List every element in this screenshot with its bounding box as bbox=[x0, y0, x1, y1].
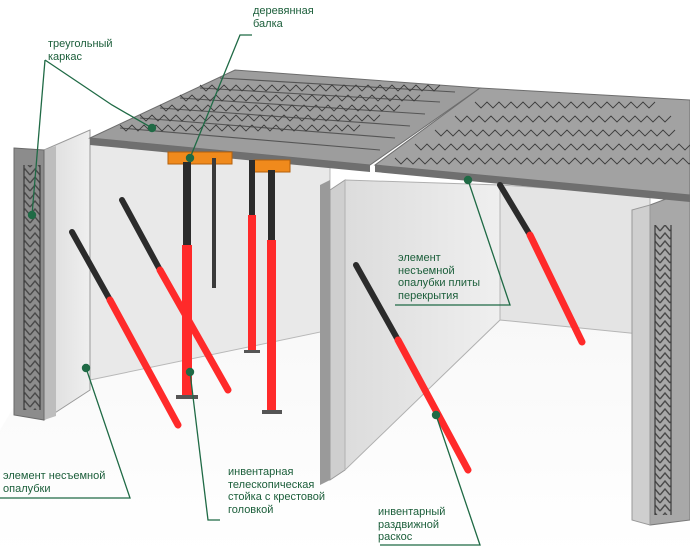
leader-triangular-frame-slab bbox=[44, 59, 153, 129]
sliding-braces bbox=[69, 182, 586, 474]
left-wall-panel bbox=[13, 129, 91, 421]
label-wooden-beam: деревянная балка bbox=[253, 5, 314, 30]
leader-sliding-brace bbox=[380, 414, 481, 546]
middle-wall-panel bbox=[320, 179, 501, 485]
wall-truss-right bbox=[655, 225, 671, 515]
label-telescopic-prop: инвентарная телескопическая стойка с кре… bbox=[228, 466, 326, 516]
leader-lines bbox=[0, 34, 511, 546]
slab-left bbox=[88, 69, 482, 172]
leader-slab-element bbox=[395, 179, 511, 306]
label-slab-element: элемент несъемной опалубки плиты перекры… bbox=[398, 252, 481, 302]
slab-right bbox=[373, 87, 690, 202]
right-wall-panel bbox=[631, 189, 690, 526]
leader-triangular-frame-wall bbox=[31, 59, 46, 216]
label-sliding-brace: инвентарный раздвижной раскос bbox=[378, 506, 446, 543]
wall-truss-left bbox=[24, 165, 40, 410]
leader-wooden-beam bbox=[189, 34, 252, 159]
leader-wall-element bbox=[0, 367, 131, 499]
back-wall-right bbox=[499, 184, 651, 336]
leader-telescopic-prop bbox=[189, 371, 220, 521]
label-triangular-frame: треугольный каркас bbox=[48, 38, 113, 63]
label-wall-element: элемент несъемной опалубки bbox=[3, 470, 106, 495]
leader-dots bbox=[27, 123, 473, 420]
